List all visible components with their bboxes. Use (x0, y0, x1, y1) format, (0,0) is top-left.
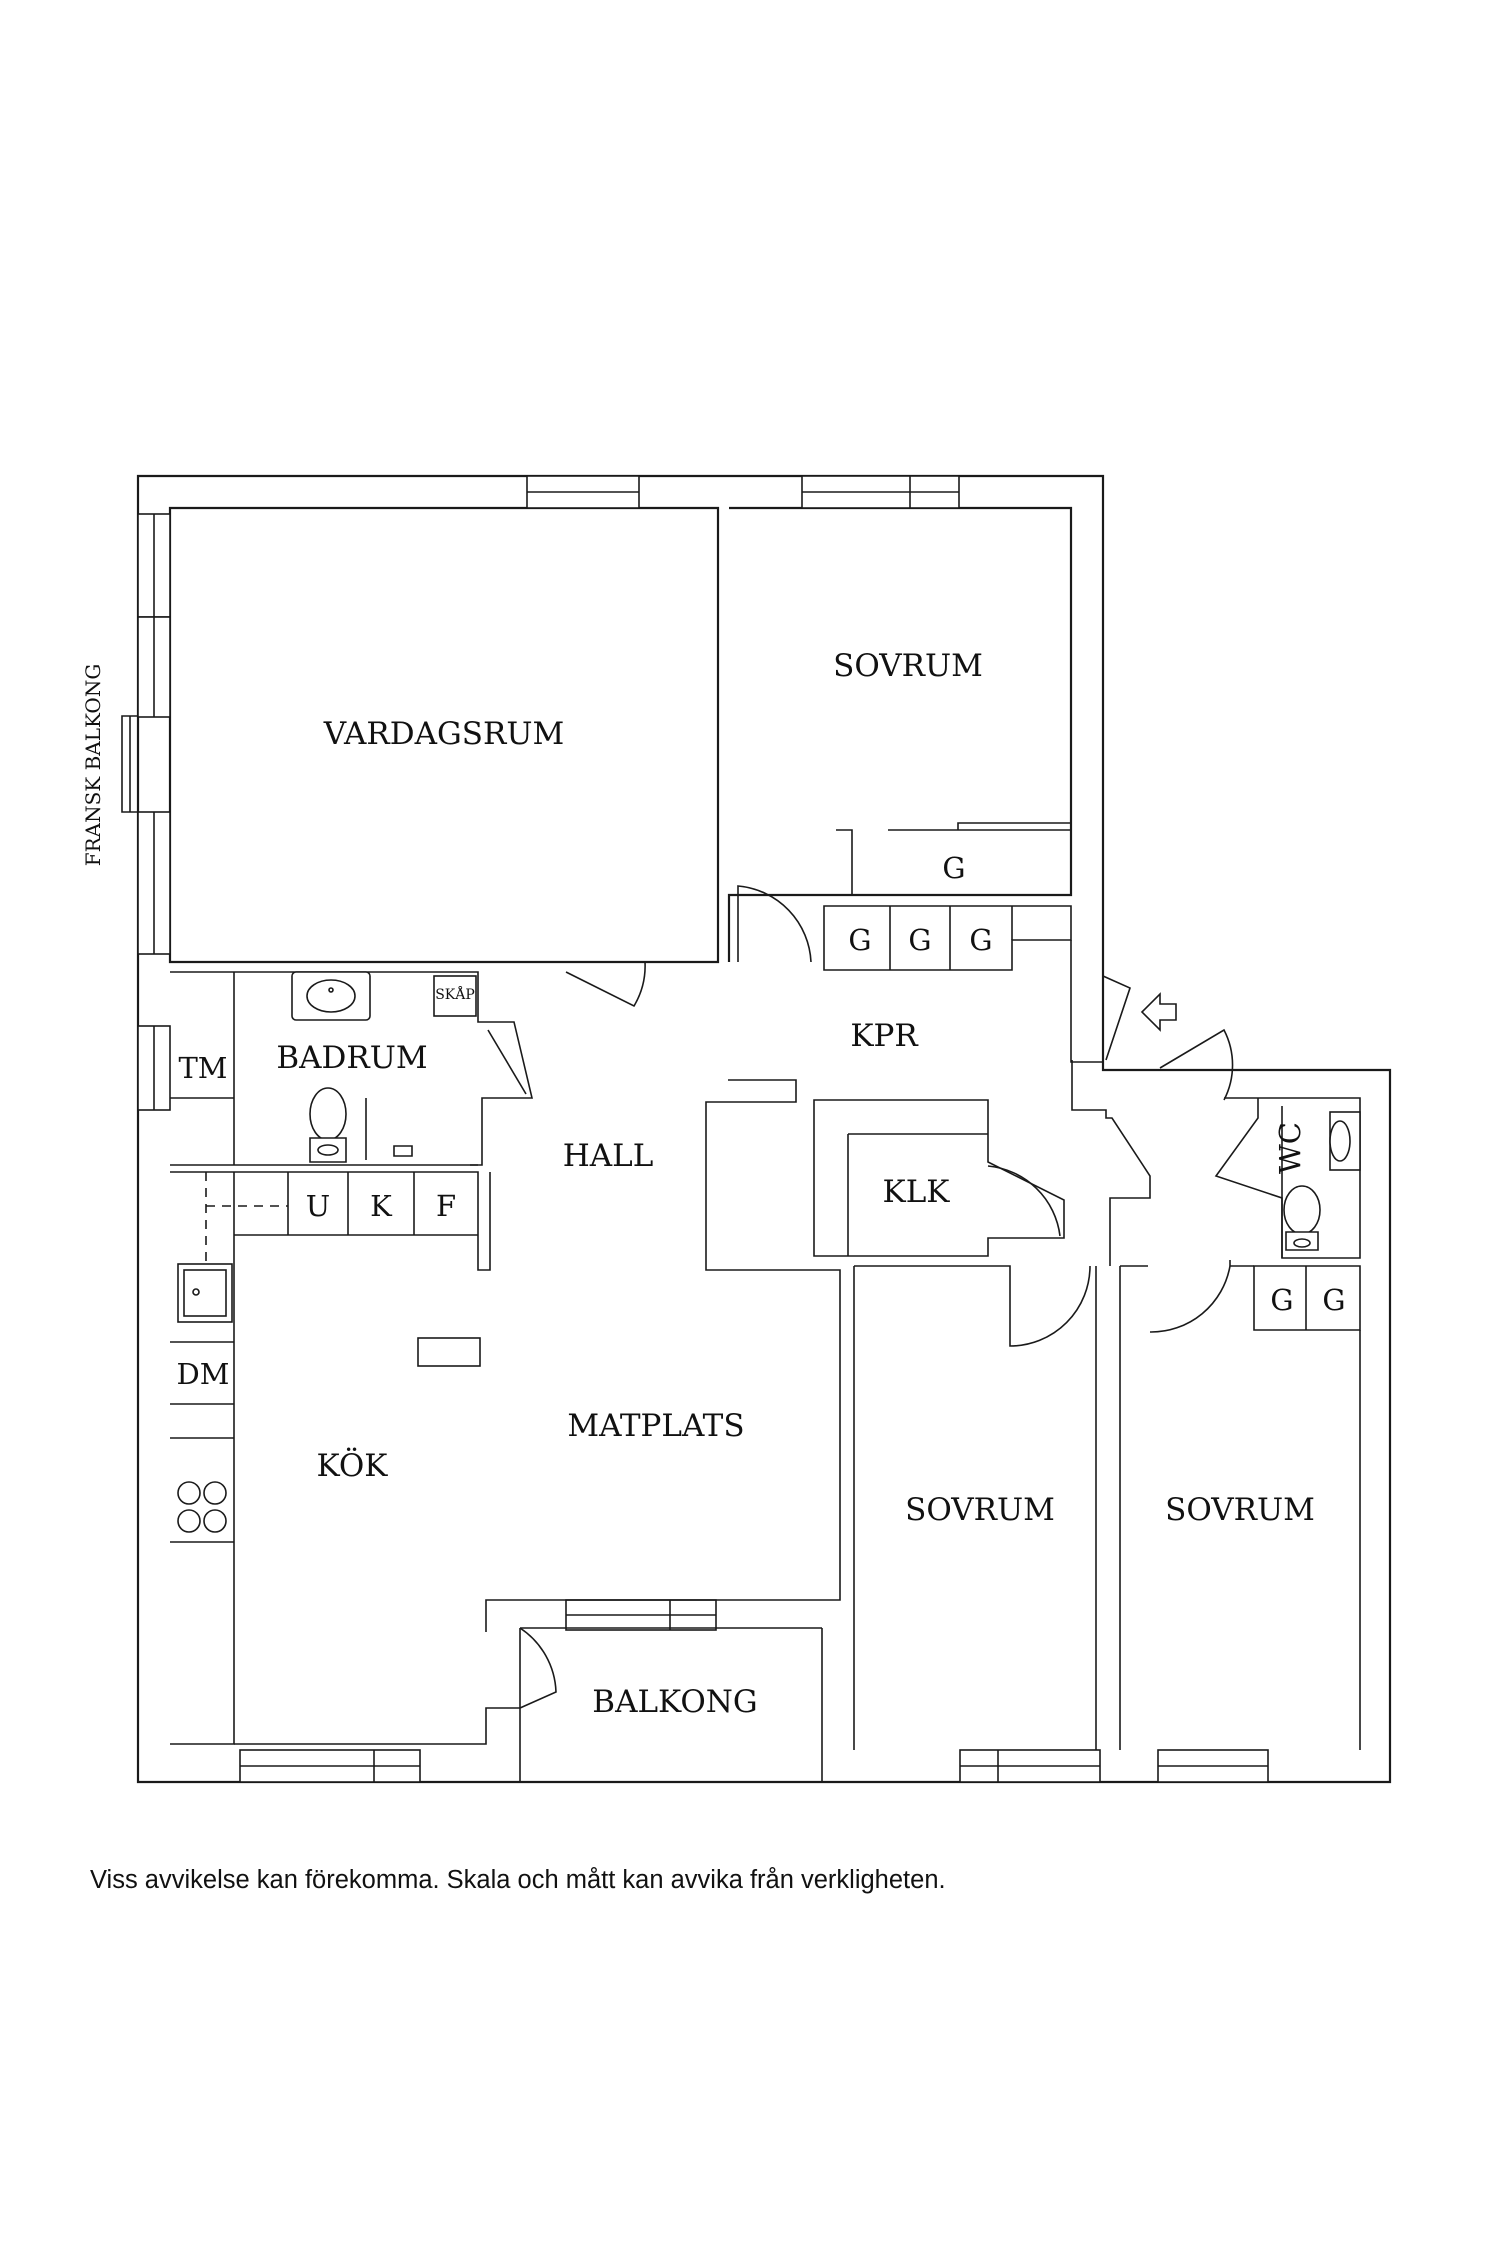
room-labels: VARDAGSRUM SOVRUM FRANSK BALKONG BADRUM … (81, 648, 1346, 1720)
label-g-wardrobe: G (942, 851, 965, 885)
wc-sink-icon (1329, 1111, 1361, 1171)
label-sovrum-right: SOVRUM (1165, 1492, 1315, 1528)
stove-icon (177, 1481, 227, 1533)
kitchen-sink-icon (177, 1263, 233, 1323)
windows (121, 475, 1269, 1783)
label-kok: KÖK (317, 1446, 389, 1484)
label-k: K (370, 1189, 393, 1223)
label-wc: WC (1273, 1122, 1307, 1174)
interior-walls (170, 822, 1361, 1782)
label-f: F (436, 1189, 456, 1223)
label-g2: G (908, 923, 931, 957)
disclaimer-text: Viss avvikelse kan förekomma. Skala och … (90, 1866, 946, 1894)
label-klk: KLK (883, 1174, 951, 1210)
toilet-icon (309, 1087, 413, 1163)
label-vardagsrum: VARDAGSRUM (323, 716, 564, 752)
label-badrum: BADRUM (276, 1040, 427, 1076)
label-g3: G (969, 923, 992, 957)
label-hall: HALL (563, 1138, 654, 1174)
label-skap: SKÅP (435, 985, 475, 1003)
label-balkong: BALKONG (592, 1684, 757, 1720)
label-u: U (306, 1189, 330, 1223)
label-kpr: KPR (850, 1018, 919, 1054)
label-sovrum-top: SOVRUM (833, 648, 983, 684)
entrance-arrow-icon (1140, 992, 1177, 1032)
label-g1: G (848, 923, 871, 957)
label-dm: DM (177, 1357, 230, 1391)
wc-toilet-icon (1283, 1185, 1321, 1251)
label-tm: TM (178, 1051, 227, 1085)
label-matplats: MATPLATS (567, 1408, 744, 1444)
label-sovrum-mid: SOVRUM (905, 1492, 1055, 1528)
label-g4: G (1270, 1283, 1293, 1317)
bathroom-sink-icon (291, 971, 371, 1021)
label-g5: G (1322, 1283, 1345, 1317)
label-fransk-balkong: FRANSK BALKONG (81, 664, 105, 867)
